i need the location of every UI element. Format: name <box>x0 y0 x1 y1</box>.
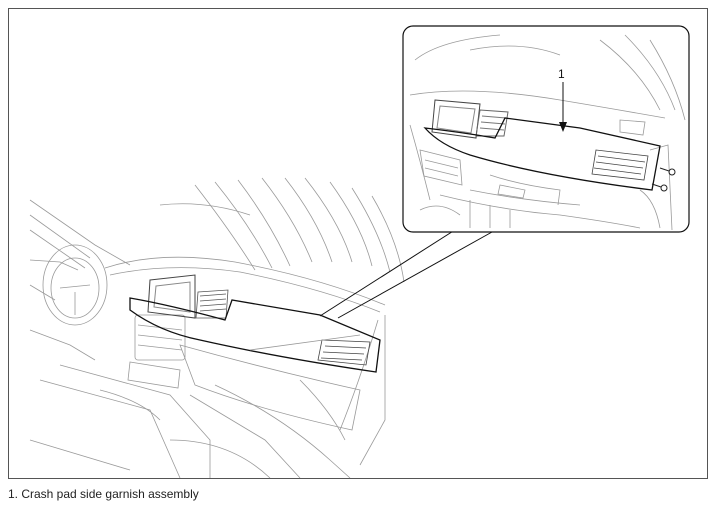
mounting-screws <box>651 167 676 192</box>
crash-pad-garnish-outline <box>129 297 381 373</box>
inset-garnish-outline <box>423 117 661 191</box>
figure-caption: 1. Crash pad side garnish assembly <box>8 487 199 501</box>
detail-inset-box <box>402 25 690 233</box>
callout-arrowhead <box>559 122 567 132</box>
callout-number-1: 1 <box>558 67 565 81</box>
detail-inset-illustration <box>409 34 686 231</box>
